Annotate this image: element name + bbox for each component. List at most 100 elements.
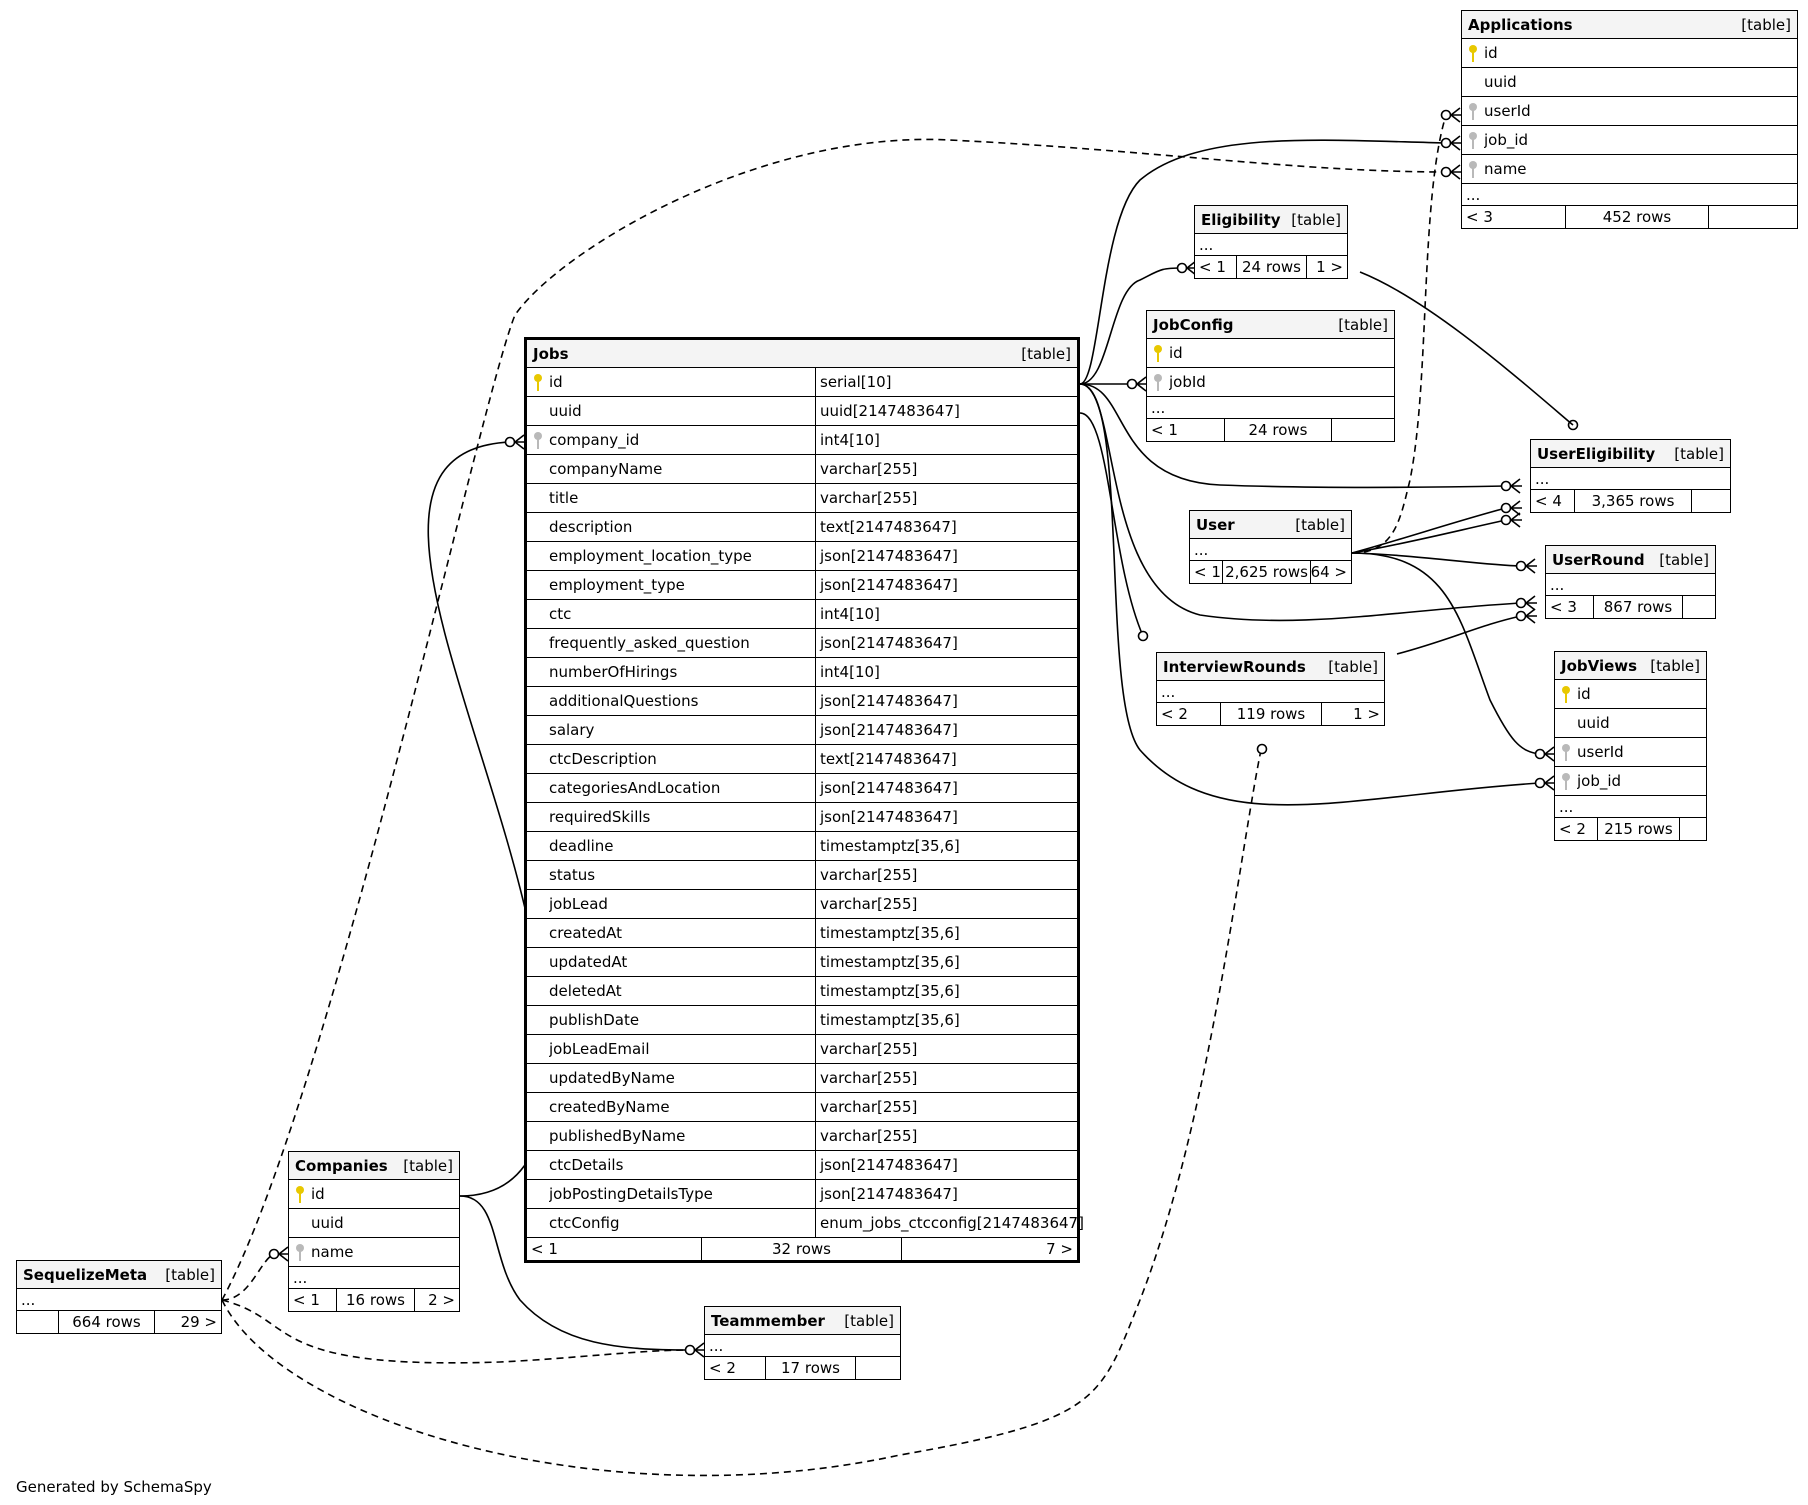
column-row[interactable]: jobId xyxy=(1147,368,1394,397)
children-count[interactable] xyxy=(1332,419,1394,441)
column-row[interactable]: uuid xyxy=(1462,68,1797,97)
column-row[interactable]: userId xyxy=(1555,738,1706,767)
children-count[interactable]: 29 > xyxy=(180,1313,217,1331)
row-count: 2,625 rows xyxy=(1223,561,1311,583)
more-columns: ... xyxy=(705,1335,900,1357)
many-endpoint-marker xyxy=(1509,500,1522,516)
parents-count[interactable]: < 2 xyxy=(705,1357,766,1379)
table-userround[interactable]: UserRound[table] ... < 3 867 rows xyxy=(1545,545,1716,619)
children-count[interactable]: 1 > xyxy=(1353,705,1380,723)
parents-count[interactable]: < 1 xyxy=(1195,256,1237,278)
children-count[interactable]: 1 > xyxy=(1316,258,1343,276)
parents-count[interactable]: < 1 xyxy=(527,1238,702,1260)
table-teammember[interactable]: Teammember[table] ... < 2 17 rows xyxy=(704,1306,901,1380)
children-count[interactable] xyxy=(1692,490,1730,512)
table-eligibility[interactable]: Eligibility[table] ... < 1 24 rows 1 > xyxy=(1194,205,1348,279)
column-name: uuid xyxy=(1484,73,1517,91)
parents-count[interactable]: < 2 xyxy=(1157,703,1221,725)
edge-sequelizemeta-interviewrounds xyxy=(221,744,1263,1477)
children-count[interactable] xyxy=(1683,596,1715,618)
column-row[interactable]: name xyxy=(289,1238,459,1267)
column-type: json[2147483647] xyxy=(815,716,1077,744)
foreign-key-icon xyxy=(1462,102,1484,120)
parents-count[interactable]: < 1 xyxy=(289,1289,337,1311)
parents-count[interactable]: < 3 xyxy=(1546,596,1594,618)
column-row[interactable]: job_id xyxy=(1555,767,1706,796)
column-row[interactable]: id xyxy=(1555,680,1706,709)
column-row[interactable]: userId xyxy=(1462,97,1797,126)
children-count[interactable] xyxy=(1680,818,1706,840)
children-count[interactable] xyxy=(1709,206,1797,228)
column-row[interactable]: id xyxy=(1147,339,1394,368)
parents-count[interactable]: < 4 xyxy=(1531,490,1575,512)
column-row[interactable]: name xyxy=(1462,155,1797,184)
column-row[interactable]: uuid xyxy=(289,1209,459,1238)
row-count: 3,365 rows xyxy=(1575,490,1692,512)
parents-count[interactable]: < 2 xyxy=(1555,818,1598,840)
edge-interviewrounds-userround xyxy=(1396,615,1522,655)
column-row[interactable]: uuid xyxy=(1555,709,1706,738)
parents-count[interactable]: < 1 xyxy=(1147,419,1225,441)
column-type: uuid[2147483647] xyxy=(815,397,1077,425)
column-name: createdByName xyxy=(549,1098,670,1116)
children-count[interactable]: 64 > xyxy=(1310,563,1347,581)
optional-endpoint-marker xyxy=(1126,378,1138,390)
table-interviewrounds[interactable]: InterviewRounds[table] ... < 2 119 rows … xyxy=(1156,652,1385,726)
table-sequelizemeta[interactable]: SequelizeMeta[table] ... 664 rows 29 > xyxy=(16,1260,222,1334)
column-row[interactable]: id xyxy=(289,1180,459,1209)
parents-count[interactable]: < 3 xyxy=(1462,206,1566,228)
table-header: Jobs[table] xyxy=(527,340,1077,368)
children-count[interactable] xyxy=(856,1357,900,1379)
optional-endpoint-marker xyxy=(1137,630,1149,642)
column-name: employment_location_type xyxy=(549,547,752,565)
table-footer: < 1 24 rows 1 > xyxy=(1195,256,1347,278)
column-row[interactable]: id xyxy=(1462,39,1797,68)
edge-sequelizemeta-companies xyxy=(221,1253,275,1301)
table-usereligibility[interactable]: UserEligibility[table] ... < 4 3,365 row… xyxy=(1530,439,1731,513)
column-row[interactable]: job_id xyxy=(1462,126,1797,155)
parents-count[interactable] xyxy=(17,1311,59,1333)
parents-count[interactable]: < 1 xyxy=(1190,561,1223,583)
column-type: int4[10] xyxy=(815,658,1077,686)
table-user[interactable]: User[table] ... < 1 2,625 rows 64 > xyxy=(1189,510,1352,584)
children-count[interactable]: 2 > xyxy=(428,1291,455,1309)
children-count[interactable]: 7 > xyxy=(1046,1240,1073,1258)
